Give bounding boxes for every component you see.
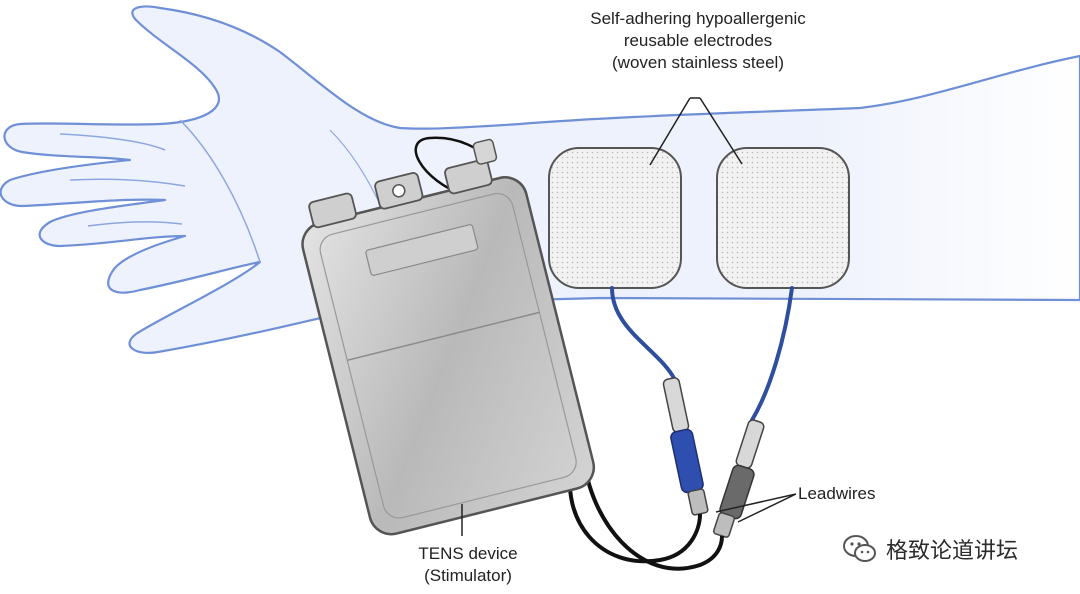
- electrodes-label-line-1: Self-adhering hypoallergenic: [590, 9, 806, 28]
- leadwires: [610, 286, 794, 538]
- electrodes-label-line-2: reusable electrodes: [623, 31, 773, 50]
- watermark-text: 格致论道讲坛: [886, 538, 1019, 563]
- electrode-right: [716, 147, 850, 289]
- tens-device: [301, 138, 596, 536]
- tens-label-line-1: TENS device: [418, 544, 518, 563]
- tens-device-label: TENS device (Stimulator): [398, 543, 538, 587]
- electrode-pointer-lines: [649, 97, 743, 166]
- leadwires-pointer-lines: [715, 493, 797, 523]
- leadwires-label: Leadwires: [798, 484, 876, 503]
- electrode-left: [548, 147, 682, 289]
- wechat-icon: [843, 535, 876, 562]
- electrodes-label: Self-adhering hypoallergenic reusable el…: [548, 8, 848, 74]
- electrodes-label-line-3: (woven stainless steel): [612, 53, 784, 72]
- tens-label-line-2: (Stimulator): [424, 566, 512, 585]
- watermark: 格致论道讲坛: [842, 533, 1018, 565]
